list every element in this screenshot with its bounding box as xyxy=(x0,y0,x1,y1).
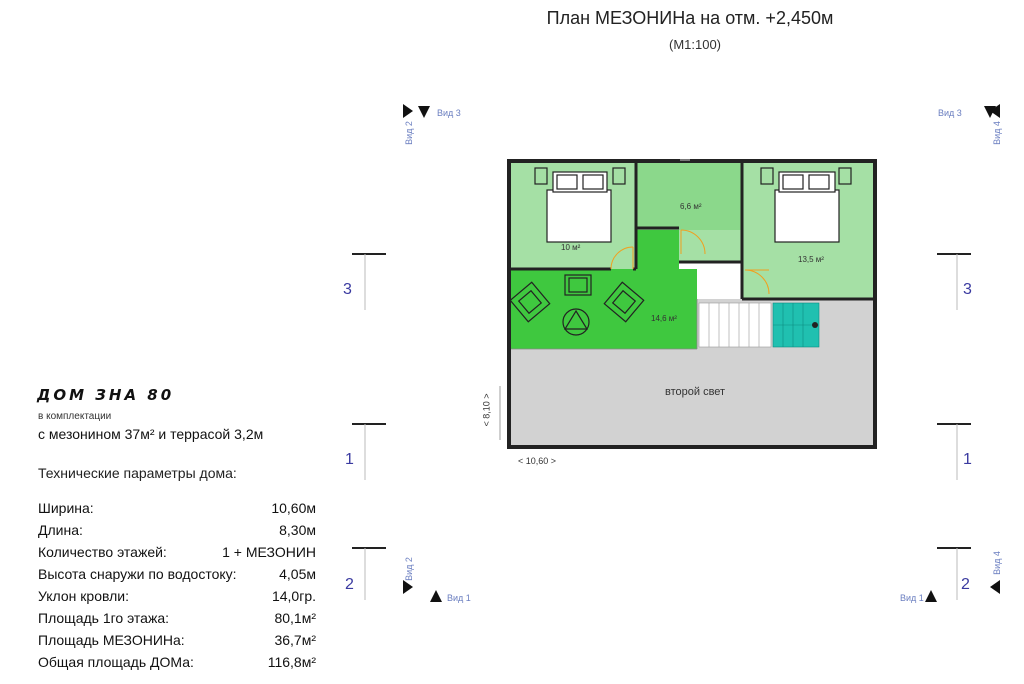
door-swing-left xyxy=(610,246,634,270)
param-label: Общая площадь ДОМа: xyxy=(38,654,194,670)
view-arrow-up-icon xyxy=(430,590,442,602)
view-arrow-right-icon xyxy=(403,104,413,118)
second-light-label: второй свет xyxy=(665,386,726,398)
view-arrow-right-icon xyxy=(403,580,413,594)
room-area-label: 13,5 м² xyxy=(798,255,824,264)
param-value: 4,05м xyxy=(279,566,316,582)
room-area-label: 6,6 м² xyxy=(680,202,702,211)
view-label: Вид 4 xyxy=(991,551,1002,575)
round-table-icon xyxy=(562,308,590,336)
view-label: Вид 2 xyxy=(403,121,414,145)
param-value: 14,0гр. xyxy=(271,588,316,604)
param-label: Длина: xyxy=(38,522,83,538)
param-label: Площадь МЕЗОНИНа: xyxy=(38,632,185,648)
section-number: 1 xyxy=(963,451,972,468)
section-number: 3 xyxy=(963,281,972,298)
section-number: 2 xyxy=(961,576,970,593)
stair-newel xyxy=(812,322,818,328)
brand-logo: ДОМ ЗНА 80 xyxy=(37,386,175,404)
param-row: Длина: 8,30м xyxy=(38,522,316,544)
staircase xyxy=(698,302,820,348)
param-label: Уклон кровли: xyxy=(38,588,129,604)
param-row: Количество этажей: 1 + МЕЗОНИН xyxy=(38,544,316,566)
view-arrow-left-icon xyxy=(990,580,1000,594)
depth-dimension: < 8,10 > xyxy=(481,393,492,427)
params-heading: Технические параметры домa: xyxy=(38,465,237,481)
stair-white-flight xyxy=(698,302,772,348)
view-arrow-down-icon xyxy=(418,106,430,118)
room-area-label: 10 м² xyxy=(561,243,581,252)
view-label: Вид 2 xyxy=(403,557,414,581)
armchair-left-icon xyxy=(509,281,551,323)
view-label: Вид 4 xyxy=(991,121,1002,145)
lounge-fill xyxy=(511,269,697,349)
param-row: Уклон кровли: 14,0гр. xyxy=(38,588,316,610)
param-row: Ширина: 10,60м xyxy=(38,500,316,522)
side-table-icon xyxy=(564,274,592,296)
param-value: 10,60м xyxy=(271,500,316,516)
hall-corridor-fill xyxy=(679,230,743,262)
door-swing-hall xyxy=(680,229,706,255)
section-number: 3 xyxy=(343,281,352,298)
bed-right-icon xyxy=(760,167,852,243)
section-number: 2 xyxy=(345,576,354,593)
param-label: Высота снаружи по водостоку: xyxy=(38,566,237,582)
width-dimension: < 10,60 > xyxy=(518,456,557,466)
param-row: Высота снаружи по водостоку: 4,05м xyxy=(38,566,316,588)
lounge-upper-fill xyxy=(637,230,679,272)
plan-scale: (М1:100) xyxy=(668,37,722,52)
section-number: 1 xyxy=(345,451,354,468)
param-label: Количество этажей: xyxy=(38,544,167,560)
param-row: Площадь 1го этажа: 80,1м² xyxy=(38,610,316,632)
param-value: 80,1м² xyxy=(274,610,316,626)
view-label: Вид 1 xyxy=(447,593,471,603)
param-row: Площадь МЕЗОНИНа: 36,7м² xyxy=(38,632,316,654)
param-value: 36,7м² xyxy=(274,632,316,648)
view-label: Вид 1 xyxy=(900,593,924,603)
kit-line: в комплектации xyxy=(38,411,112,422)
interior-walls xyxy=(511,163,873,301)
view-arrow-up-icon xyxy=(925,590,937,602)
param-label: Ширина: xyxy=(38,500,94,516)
armchair-right-icon xyxy=(603,281,645,323)
bed-left-icon xyxy=(534,167,626,243)
room-area-label: 14,6 м² xyxy=(651,314,677,323)
kit-description: с мезонином 37м² и террасой 3,2м xyxy=(38,426,264,442)
view-label: Вид 3 xyxy=(437,108,461,118)
param-row: Общая площадь ДОМа: 116,8м² xyxy=(38,654,316,676)
param-value: 8,30м xyxy=(279,522,316,538)
exterior-wall xyxy=(507,159,877,449)
param-value: 1 + МЕЗОНИН xyxy=(222,544,316,560)
second-light-fill xyxy=(511,349,873,445)
plan-title: План МЕЗОНИНа на отм. +2,450м xyxy=(546,8,834,28)
view-arrow-left-icon xyxy=(990,104,1000,118)
view-label: Вид 3 xyxy=(938,108,962,118)
hall-small-fill xyxy=(637,163,743,230)
param-label: Площадь 1го этажа: xyxy=(38,610,170,626)
param-value: 116,8м² xyxy=(267,654,316,670)
